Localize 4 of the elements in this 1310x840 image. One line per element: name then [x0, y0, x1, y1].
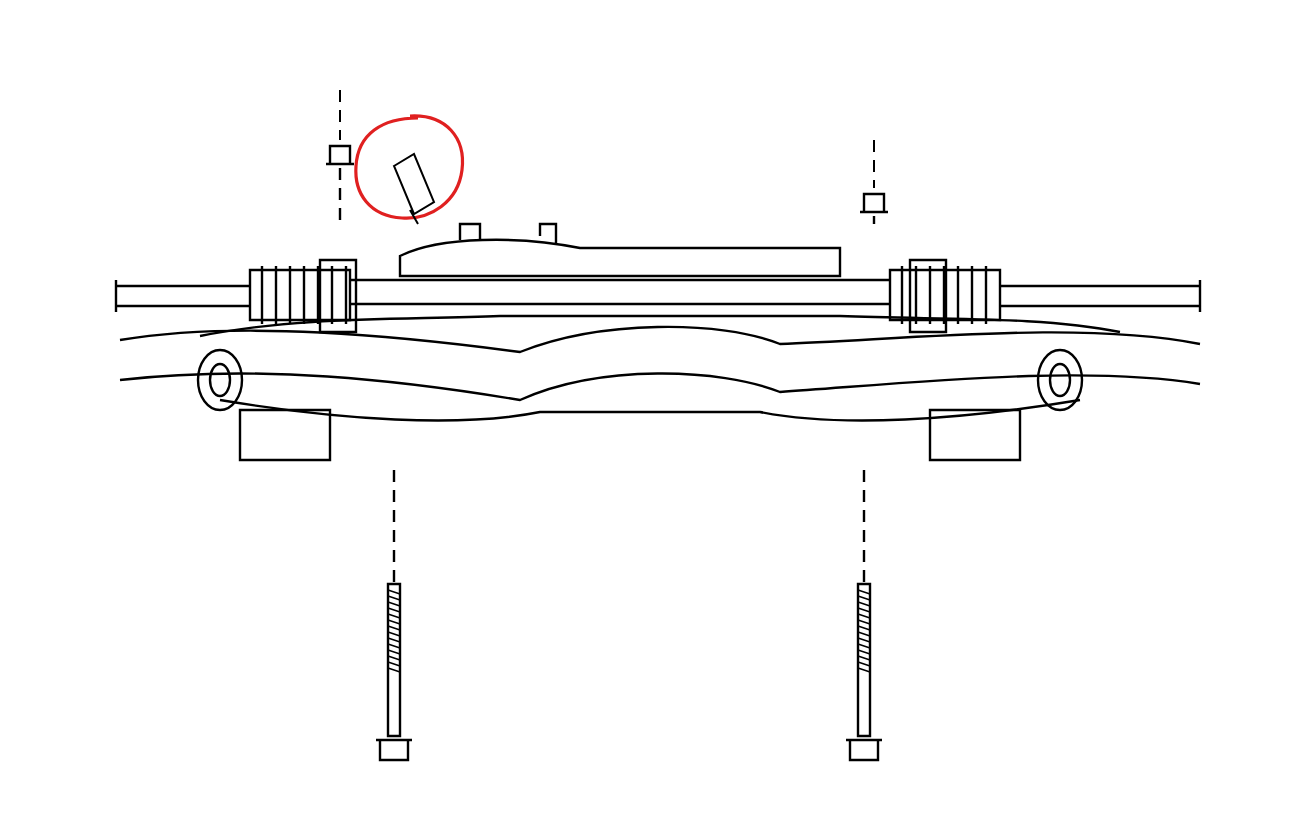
alignment-line — [862, 470, 866, 584]
alignment-line — [338, 168, 342, 224]
alignment-line — [392, 470, 396, 584]
alignment-line — [872, 216, 876, 224]
